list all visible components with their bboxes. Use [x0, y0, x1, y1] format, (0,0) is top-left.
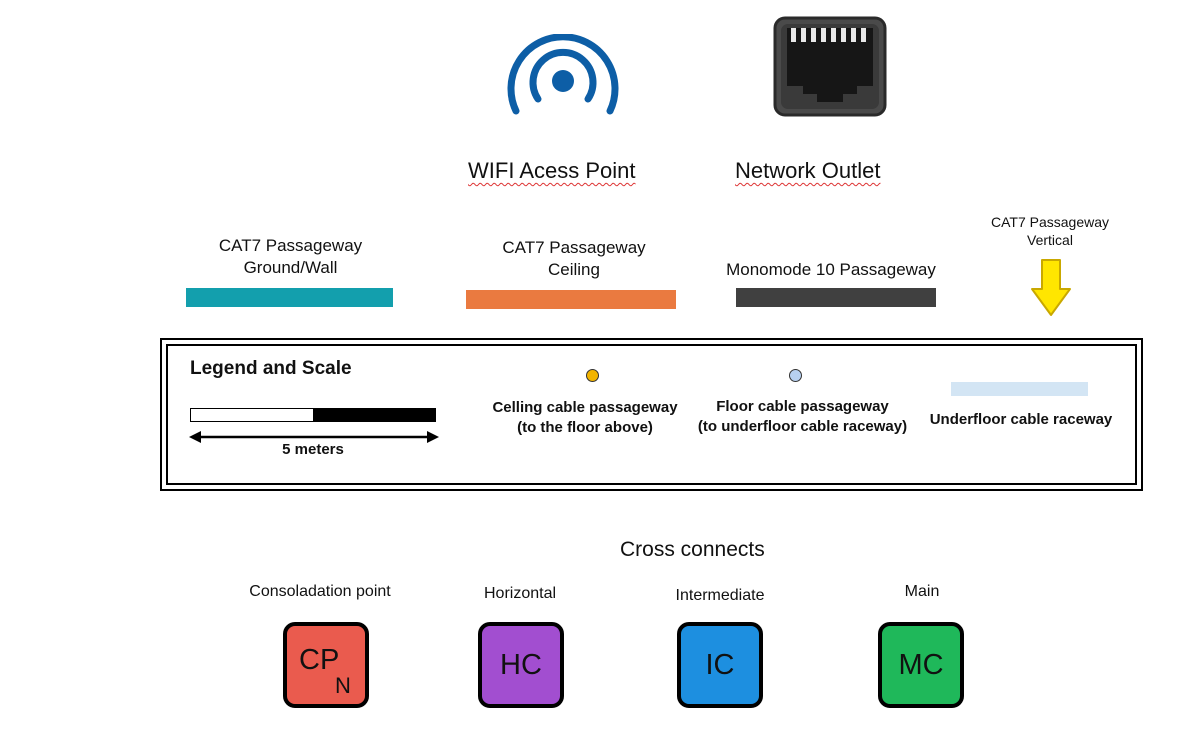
passageway-vertical-label: CAT7 Passageway Vertical — [990, 214, 1109, 248]
wifi-access-point-icon — [507, 34, 619, 115]
consolidation-point-code: CP — [299, 644, 340, 676]
passageway-ceiling-swatch — [466, 290, 676, 309]
legend-title: Legend and Scale — [190, 358, 352, 379]
ceiling-cable-passageway-label: Celling cable passageway (to the floor a… — [492, 399, 678, 436]
passageway-monomode-swatch — [736, 288, 936, 307]
scale-label: 5 meters — [282, 441, 344, 458]
main-code: MC — [898, 648, 944, 681]
consolidation-point-subscript: N — [335, 673, 351, 698]
main-label: Main — [904, 583, 940, 600]
consolidation-point-label: Consoladation point — [249, 583, 391, 600]
main-cross-connect-block: MC — [878, 622, 964, 708]
horizontal-label: Horizontal — [483, 585, 557, 602]
consolidation-point-block: CP N — [283, 622, 369, 708]
intermediate-cross-connect-block: IC — [677, 622, 763, 708]
wifi-access-point-caption: WIFI Acess Point — [468, 158, 636, 183]
cross-connects-title: Cross connects — [620, 538, 765, 561]
passageway-ground-wall-label: CAT7 Passageway Ground/Wall — [218, 236, 363, 277]
floor-cable-passageway-label: Floor cable passageway (to underfloor ca… — [697, 398, 908, 435]
ceiling-cable-passageway-dot — [586, 369, 599, 382]
intermediate-label: Intermediate — [675, 587, 765, 604]
legend-box — [160, 338, 1143, 491]
network-outlet-icon — [773, 16, 887, 117]
passageway-ground-wall-swatch — [186, 288, 393, 307]
network-outlet-caption: Network Outlet — [735, 158, 881, 183]
scale-double-arrow-icon — [189, 431, 439, 443]
intermediate-code: IC — [705, 648, 735, 681]
scale-bar-white-segment — [191, 409, 313, 421]
legend-inner-border — [166, 344, 1137, 485]
down-arrow-icon — [1031, 259, 1071, 316]
scale-bar — [190, 408, 436, 422]
horizontal-code: HC — [500, 648, 542, 681]
passageway-monomode-label: Monomode 10 Passageway — [726, 260, 936, 279]
horizontal-cross-connect-block: HC — [478, 622, 564, 708]
floor-cable-passageway-dot — [789, 369, 802, 382]
underfloor-raceway-label: Underfloor cable raceway — [929, 411, 1113, 428]
scale-bar-black-segment — [313, 409, 435, 421]
passageway-ceiling-label: CAT7 Passageway Ceiling — [502, 238, 646, 279]
underfloor-raceway-swatch — [951, 382, 1088, 396]
